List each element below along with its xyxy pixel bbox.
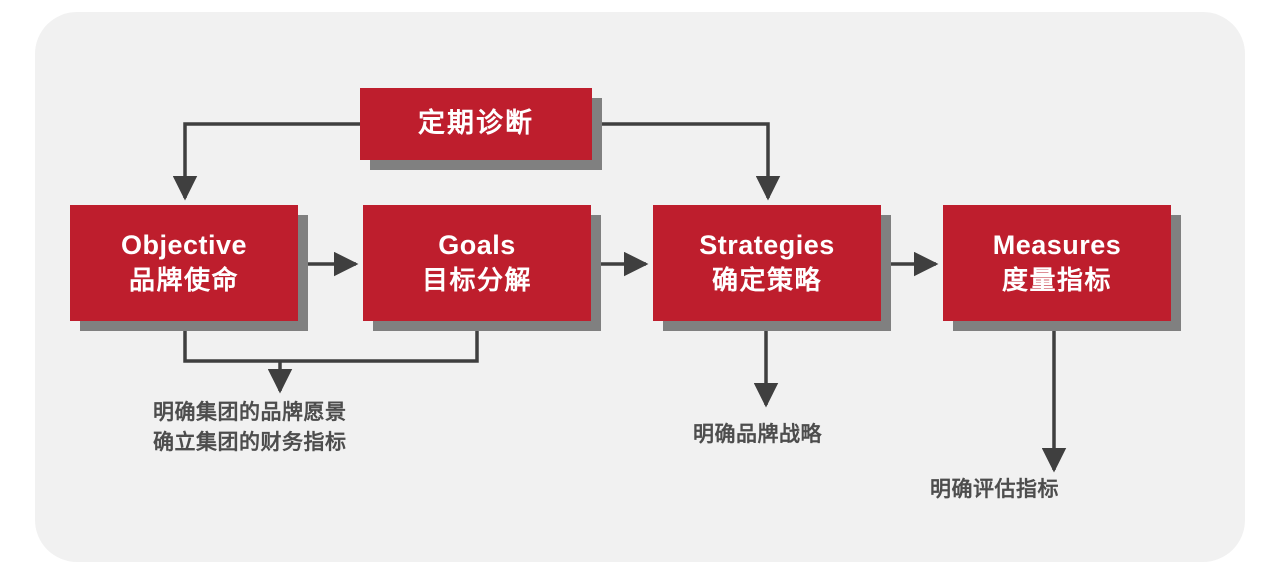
caption-strategies: 明确品牌战略 (693, 420, 822, 450)
node-goals-label-en: Goals (438, 230, 516, 261)
node-measures[interactable]: Measures 度量指标 (943, 205, 1171, 321)
caption-objective-line-1: 明确集团的品牌愿景 (153, 401, 347, 424)
caption-strategies-line-1: 明确品牌战略 (693, 423, 822, 446)
node-objective-label-zh: 品牌使命 (128, 265, 239, 296)
node-objective[interactable]: Objective 品牌使命 (70, 205, 298, 321)
node-strategies-label-en: Strategies (699, 230, 835, 261)
caption-objective-line-2: 确立集团的财务指标 (153, 431, 347, 455)
node-goals-label-zh: 目标分解 (421, 265, 532, 296)
node-measures-label-zh: 度量指标 (1001, 265, 1112, 296)
caption-objective: 明确集团的品牌愿景 确立集团的财务指标 (153, 398, 347, 459)
node-diagnose-label-zh: 定期诊断 (418, 108, 534, 139)
node-periodic-diagnosis[interactable]: 定期诊断 (360, 88, 592, 160)
node-goals[interactable]: Goals 目标分解 (363, 205, 591, 321)
node-strategies[interactable]: Strategies 确定策略 (653, 205, 881, 321)
node-measures-label-en: Measures (992, 230, 1122, 261)
node-objective-label-en: Objective (120, 230, 248, 261)
caption-measures: 明确评估指标 (930, 475, 1059, 505)
caption-measures-line-1: 明确评估指标 (930, 478, 1059, 501)
node-strategies-label-zh: 确定策略 (711, 265, 822, 296)
